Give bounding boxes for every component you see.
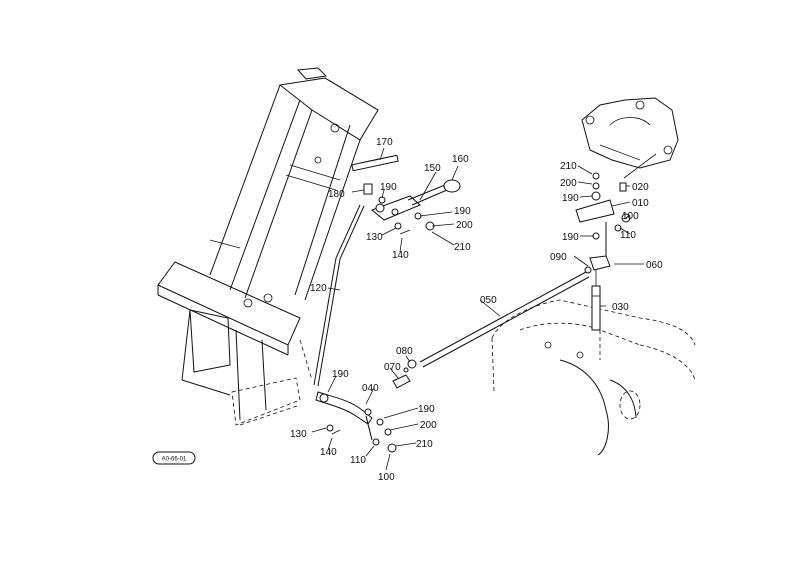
label-190-lower-left: 190 bbox=[332, 369, 349, 380]
part-labels: 170 150 160 180 190 190 200 210 130 140 … bbox=[290, 137, 663, 483]
label-060: 060 bbox=[646, 260, 663, 271]
label-200-upper: 200 bbox=[456, 220, 473, 231]
label-200-lower: 200 bbox=[420, 420, 437, 431]
label-170: 170 bbox=[376, 137, 393, 148]
label-020: 020 bbox=[632, 182, 649, 193]
label-080: 080 bbox=[396, 346, 413, 357]
lever-assembly-010 bbox=[575, 172, 631, 274]
reference-code-badge: A0-66-01 bbox=[152, 451, 196, 465]
label-130-lower: 130 bbox=[290, 429, 307, 440]
label-100-right: 100 bbox=[622, 211, 639, 222]
label-120: 120 bbox=[310, 283, 327, 294]
label-190-right-lower: 190 bbox=[562, 232, 579, 243]
label-100-lower: 100 bbox=[378, 472, 395, 483]
label-190-upper-right: 190 bbox=[454, 206, 471, 217]
leader-lines bbox=[311, 147, 657, 471]
rod-050 bbox=[419, 271, 590, 368]
label-200-right: 200 bbox=[560, 178, 577, 189]
label-140-upper: 140 bbox=[392, 250, 409, 261]
label-030: 030 bbox=[612, 302, 629, 313]
label-110-lower: 110 bbox=[350, 455, 366, 466]
pin-170 bbox=[351, 154, 399, 172]
lever-assembly-040 bbox=[315, 391, 397, 453]
label-070: 070 bbox=[384, 362, 401, 373]
cylinder-030 bbox=[591, 262, 601, 331]
label-040: 040 bbox=[362, 383, 379, 394]
reference-code: A0-66-01 bbox=[162, 457, 187, 463]
label-190-lower-right: 190 bbox=[418, 404, 435, 415]
rod-120 bbox=[313, 204, 365, 387]
label-160: 160 bbox=[452, 154, 469, 165]
small-parts-upper bbox=[363, 183, 435, 235]
lever-assembly-150 bbox=[371, 179, 461, 221]
label-150: 150 bbox=[424, 163, 441, 174]
valve-housing bbox=[581, 97, 679, 169]
label-190-right-upper: 190 bbox=[562, 193, 579, 204]
label-090: 090 bbox=[550, 252, 567, 263]
label-110-right: 110 bbox=[620, 230, 636, 241]
label-010: 010 bbox=[632, 198, 649, 209]
label-210-right: 210 bbox=[560, 161, 577, 172]
label-210-lower: 210 bbox=[416, 439, 433, 450]
label-140-lower: 140 bbox=[320, 447, 337, 458]
label-190-upper: 190 bbox=[380, 182, 397, 193]
label-180: 180 bbox=[328, 189, 345, 200]
label-130-upper: 130 bbox=[366, 232, 383, 243]
pedal-base-frame bbox=[157, 261, 313, 426]
label-050: 050 bbox=[480, 295, 497, 306]
label-210-upper: 210 bbox=[454, 242, 471, 253]
steering-column-frame bbox=[209, 67, 379, 308]
